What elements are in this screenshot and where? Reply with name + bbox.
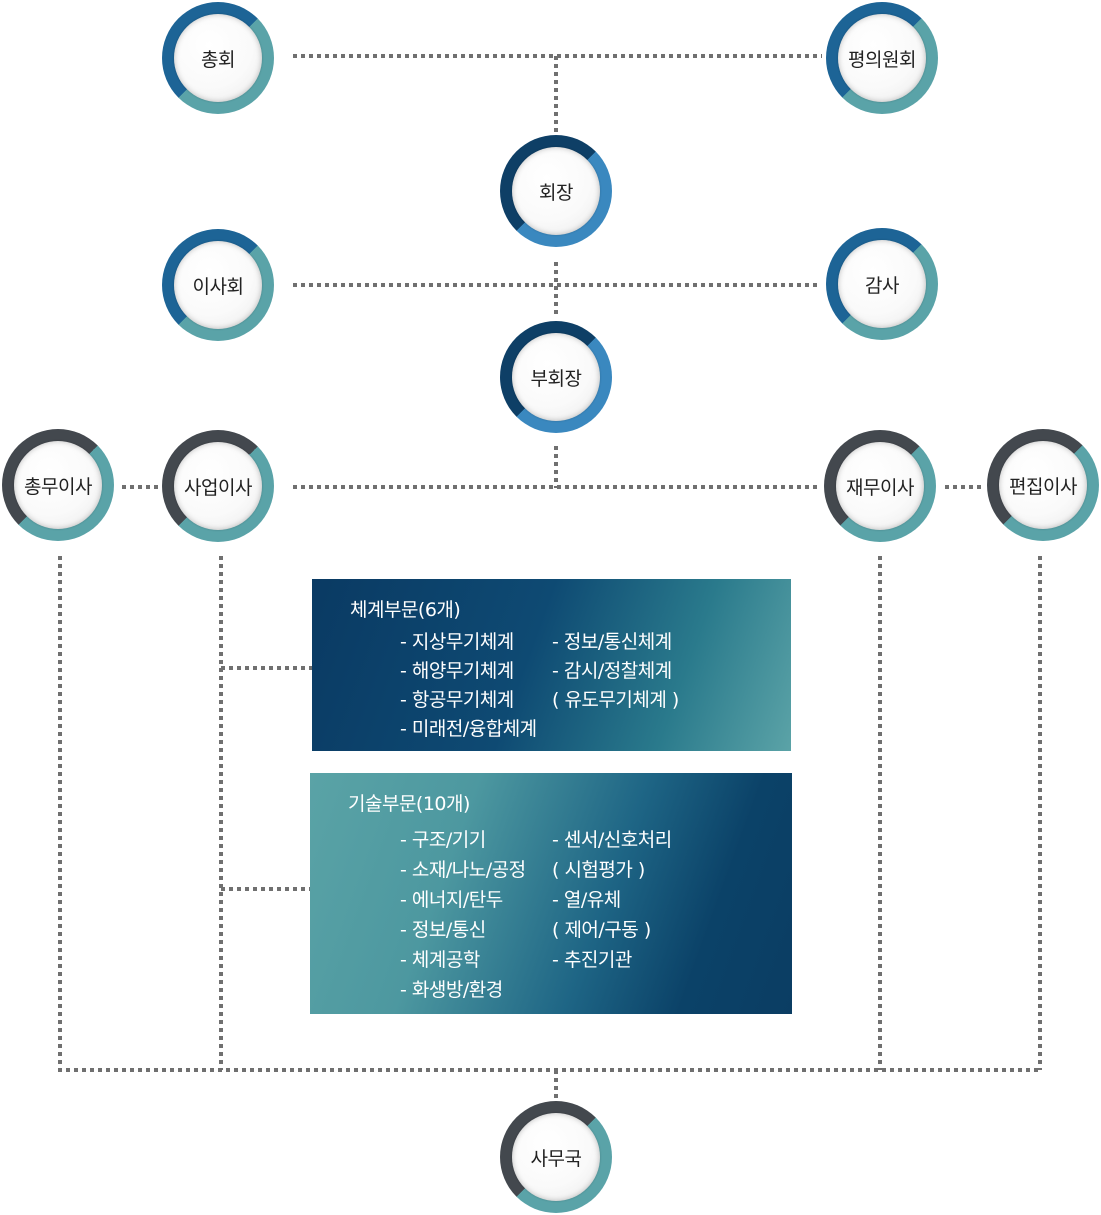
- node-auditor: 감사: [826, 228, 938, 340]
- dept-item: - 추진기관: [552, 949, 632, 971]
- dept-item: - 구조/기기: [400, 829, 486, 851]
- node-editing-director: 편집이사: [987, 429, 1099, 541]
- node-label: 이사회: [192, 275, 244, 298]
- node-finance-director: 재무이사: [824, 430, 936, 542]
- dept-item: - 열/유체: [552, 889, 621, 911]
- node-label: 총회: [201, 48, 235, 71]
- node-council: 평의원회: [826, 2, 938, 114]
- dept-item: - 미래전/융합체계: [400, 718, 537, 740]
- dept-item: ( 제어/구동 ): [552, 919, 651, 941]
- dept-item: - 정보/통신: [400, 919, 486, 941]
- dept-item: - 항공무기체계: [400, 689, 514, 711]
- node-label: 회장: [539, 181, 573, 204]
- node-label: 사무국: [530, 1147, 582, 1170]
- node-business-director: 사업이사: [162, 430, 274, 542]
- node-vice-president: 부회장: [500, 321, 612, 433]
- dept-system-box: 체계부문(6개) - 지상무기체계 - 해양무기체계 - 항공무기체계 - 미래…: [312, 579, 791, 751]
- node-label: 총무이사: [24, 475, 92, 498]
- dept-item: - 센서/신호처리: [552, 829, 672, 851]
- dept-title: 기술부문(10개): [348, 793, 470, 815]
- dept-item: ( 유도무기체계 ): [552, 689, 679, 711]
- node-general-affairs-director: 총무이사: [2, 429, 114, 541]
- node-label: 재무이사: [846, 476, 914, 499]
- dept-item: - 에너지/탄두: [400, 889, 503, 911]
- node-secretariat: 사무국: [500, 1101, 612, 1213]
- dept-item: - 해양무기체계: [400, 660, 514, 682]
- node-label: 감사: [865, 274, 899, 297]
- node-label: 부회장: [530, 367, 582, 390]
- node-president: 회장: [500, 135, 612, 247]
- node-board: 이사회: [162, 229, 274, 341]
- dept-tech-box: 기술부문(10개) - 구조/기기 - 소재/나노/공정 - 에너지/탄두 - …: [310, 773, 792, 1014]
- dept-item: - 체계공학: [400, 949, 480, 971]
- node-label: 평의원회: [848, 48, 916, 71]
- dept-item: - 정보/통신체계: [552, 631, 672, 653]
- dept-item: ( 시험평가 ): [552, 859, 645, 881]
- dept-title: 체계부문(6개): [350, 599, 461, 621]
- node-label: 편집이사: [1009, 475, 1077, 498]
- dept-item: - 화생방/환경: [400, 979, 503, 1001]
- dept-item: - 소재/나노/공정: [400, 859, 526, 881]
- dept-item: - 감시/정찰체계: [552, 660, 672, 682]
- node-label: 사업이사: [184, 476, 252, 499]
- node-general-assembly: 총회: [162, 2, 274, 114]
- dept-item: - 지상무기체계: [400, 631, 514, 653]
